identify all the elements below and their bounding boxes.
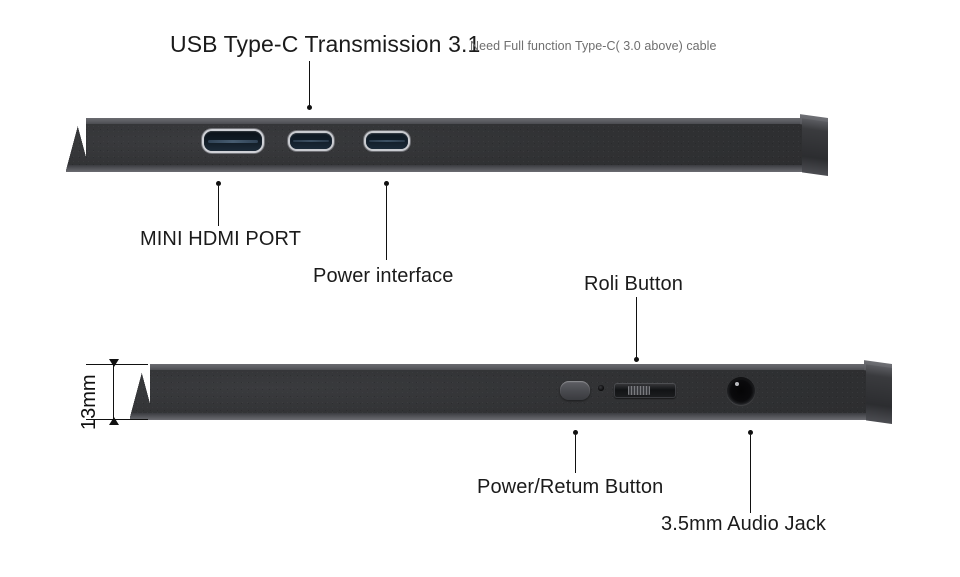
mini-hdmi-port-tongue xyxy=(208,140,258,144)
device-top-face xyxy=(66,124,828,166)
bottom-endcap-side-facet xyxy=(866,364,892,424)
mini-hdmi-port[interactable] xyxy=(204,131,262,151)
leader-line-roli-button xyxy=(636,297,637,359)
usb-c-port-data-tongue xyxy=(369,140,405,142)
label-thickness-13mm: 13mm xyxy=(78,374,100,430)
roller-knurling xyxy=(628,386,650,395)
device-top-left-chamfer-lower xyxy=(66,118,86,172)
usb-c-port-power[interactable] xyxy=(290,133,332,149)
device-top-body xyxy=(66,114,828,176)
usb-c-port-data[interactable] xyxy=(366,133,408,149)
device-top-edge xyxy=(66,114,828,176)
label-cable-requirement-note: Need Full function Type-C( 3.0 above) ca… xyxy=(470,39,717,53)
label-mini-hdmi-port: MINI HDMI PORT xyxy=(140,228,302,250)
label-usb-type-c-transmission: USB Type-C Transmission 3.1 xyxy=(170,31,481,57)
device-bottom-body xyxy=(130,360,892,424)
device-bottom-edge xyxy=(130,360,892,424)
device-top-lower-bevel xyxy=(66,165,828,172)
device-top-right-endcap xyxy=(794,114,828,176)
dimension-arrow-top xyxy=(109,359,119,367)
audio-jack-highlight xyxy=(735,382,739,386)
leader-dot-usb-type-c xyxy=(307,105,312,110)
device-bottom-face xyxy=(130,370,892,414)
device-bottom-lower-bevel xyxy=(130,413,892,420)
leader-line-power-interface xyxy=(386,186,387,260)
leader-dot-roli-button xyxy=(634,357,639,362)
device-top-upper-bevel xyxy=(66,118,828,125)
endcap-side-facet xyxy=(802,118,828,176)
dimension-arrow-bottom xyxy=(109,417,119,425)
device-bottom-right-endcap xyxy=(858,360,892,424)
label-power-interface: Power interface xyxy=(313,265,454,287)
device-bottom-left-chamfer-lower xyxy=(130,364,150,420)
power-return-button[interactable] xyxy=(560,381,590,400)
device-bottom-upper-bevel xyxy=(130,364,892,371)
leader-dot-power-interface xyxy=(384,181,389,186)
label-power-return-button: Power/Retum Button xyxy=(477,476,664,498)
leader-line-audio-jack xyxy=(750,435,751,513)
leader-dot-mini-hdmi xyxy=(216,181,221,186)
usb-c-port-power-tongue xyxy=(293,140,329,142)
leader-line-power-return-button xyxy=(575,435,576,473)
leader-dot-audio-jack xyxy=(748,430,753,435)
leader-line-usb-type-c xyxy=(309,61,310,107)
leader-dot-power-return-button xyxy=(573,430,578,435)
roli-roller-button[interactable] xyxy=(614,383,676,398)
label-roli-button: Roli Button xyxy=(584,273,683,295)
label-audio-jack: 3.5mm Audio Jack xyxy=(661,513,827,535)
leader-line-mini-hdmi xyxy=(218,186,219,226)
status-led-indicator xyxy=(598,385,604,391)
audio-jack-3-5mm[interactable] xyxy=(727,377,755,405)
dimension-line xyxy=(113,360,114,424)
